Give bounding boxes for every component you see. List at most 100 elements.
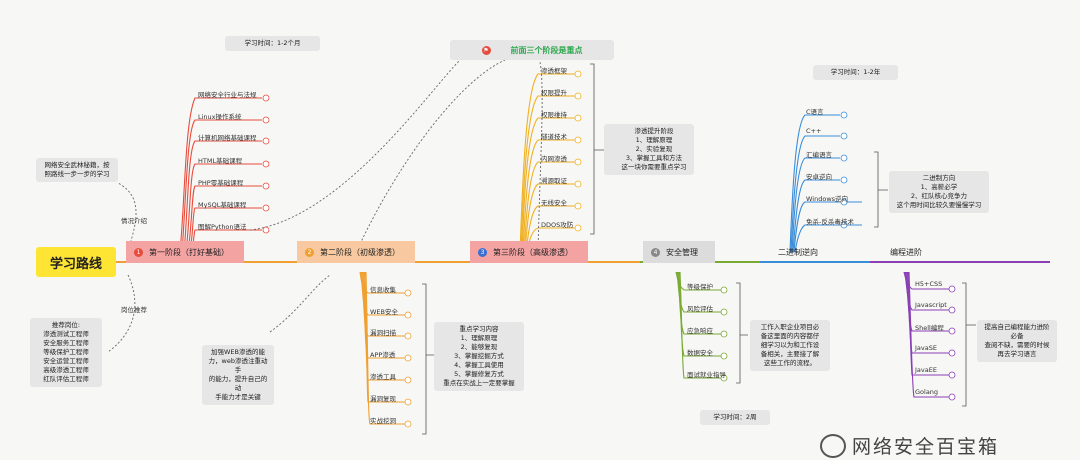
reverse-items-item: 汇编语言 (806, 151, 832, 159)
stage2_focus-note-line: 5、掌握修复方式 (454, 370, 504, 378)
stage2_focus-note-line: 1、理解原理 (460, 334, 498, 342)
root-node: 学习路线 (36, 247, 116, 277)
branch-label-jobs: 岗位推荐 (121, 306, 147, 314)
web-note-line: 手能力才是关键 (215, 393, 261, 401)
focus-top-note: ⚑ 前面三个阶段是重点 (450, 40, 614, 60)
stage-label: 二进制逆向 (778, 247, 818, 257)
reverse-note-line: 1、高薪必学 (920, 183, 958, 191)
stage-label: 第一阶段（打好基础） (149, 247, 229, 257)
stage-number-badge: 4 (651, 247, 660, 257)
stage3-items-item: DDOS攻防 (541, 221, 574, 229)
stage4-items-item: 等级保护 (687, 283, 713, 291)
security-note: 工作入职企业项目必备这里面的内容都仔细学习以为和工作设备相关，主要接了解这些工作… (750, 320, 830, 371)
stage4-items-item: 面试就业指导 (687, 371, 726, 379)
reverse-note-line: 2、红队核心竞争力 (910, 192, 968, 200)
stage2_focus-note-line: 重点学习内容 (459, 325, 499, 333)
stage-label: 编程进阶 (890, 247, 922, 257)
jobs-note-line: 等级保护工程师 (43, 348, 89, 356)
item-end-marker (262, 160, 270, 168)
stage1-items-item: PHP零基础课程 (198, 179, 244, 187)
jobs-note-line: 红队评估工程师 (43, 375, 89, 383)
time-note-reverse: 学习时间：1-2年 (813, 65, 898, 80)
item-end-marker (404, 354, 412, 362)
stage3-items-item: 隧道技术 (541, 133, 567, 141)
item-end-marker (720, 308, 728, 316)
programming-note-line: 必备 (1010, 332, 1024, 340)
item-end-marker (262, 137, 270, 145)
item-end-marker (948, 349, 956, 357)
item-end-marker (262, 116, 270, 124)
stage2-items-item: 漏洞扫描 (370, 329, 396, 337)
item-end-marker (948, 327, 956, 335)
stage2_focus-note-line: 4、掌握工具使用 (454, 361, 504, 369)
item-end-marker (262, 204, 270, 212)
stage-node-5: 二进制逆向 (762, 241, 834, 263)
item-end-marker (840, 132, 848, 140)
stage2-items-item: 渗透工具 (370, 373, 396, 381)
stage2-items-item: WEB安全 (370, 308, 398, 316)
intro-note-line: 网络安全武林秘籍，按 (44, 161, 110, 169)
jobs-note-line: 高级渗透工程师 (43, 366, 89, 374)
security-note-line: 备相关，主要接了解 (760, 350, 820, 358)
stage4-items-item: 数据安全 (687, 349, 713, 357)
intro-note-line: 照路线一步一步的学习 (44, 170, 110, 178)
stage-label: 安全管理 (666, 247, 698, 257)
item-end-marker (404, 311, 412, 319)
web-note-line: 的能力，提升自己的动 (208, 375, 268, 392)
stage3-items-item: 溯源取证 (541, 177, 567, 185)
reverse-items-item: 安卓逆向 (806, 173, 832, 181)
stage-node-4: 4 安全管理 (643, 241, 715, 263)
stage3_focus-note-line: 2、实验复现 (635, 145, 673, 153)
reverse-items-item: 免杀-反杀毒技术 (806, 218, 854, 226)
item-end-marker (262, 182, 270, 190)
web-note-line: 加强WEB渗透的能 (211, 348, 265, 356)
item-end-marker (574, 158, 582, 166)
item-end-marker (574, 136, 582, 144)
item-end-marker (840, 198, 848, 206)
jobs-note-line: 安全服务工程师 (43, 339, 89, 347)
programming-note-line: 查阅不缺，需要的时候 (984, 341, 1050, 349)
item-end-marker (404, 332, 412, 340)
reverse-note-line: 这个用时间比较久要慢慢学习 (896, 201, 982, 209)
stage-number-badge: 2 (305, 247, 314, 257)
programming-note: 提高自己编程能力进阶必备查阅不缺，需要的时候再去学习语言 (977, 320, 1057, 362)
item-end-marker (574, 224, 582, 232)
item-end-marker (404, 376, 412, 384)
item-end-marker (574, 180, 582, 188)
stage-node-6: 编程进阶 (876, 241, 936, 263)
item-end-marker (720, 330, 728, 338)
stage3-items-item: 权限维持 (541, 111, 567, 119)
reverse-items-item: Windows逆向 (806, 195, 849, 203)
stage4-items-item: 应急响应 (687, 327, 713, 335)
stage2_focus-note-line: 2、能够复现 (460, 343, 498, 351)
item-end-marker (840, 154, 848, 162)
stage3-items-item: 内网渗透 (541, 155, 567, 163)
item-end-marker (720, 374, 728, 382)
programming-note-line: 再去学习语言 (997, 350, 1037, 358)
stage2-items-item: APP渗透 (370, 351, 396, 359)
item-end-marker (574, 70, 582, 78)
security-note-line: 工作入职企业项目必 (760, 323, 820, 331)
flag-icon: ⚑ (481, 45, 491, 55)
item-end-marker (404, 398, 412, 406)
watermark: 网络安全百宝箱 (820, 432, 999, 459)
security-note-line: 这些工作的流程。 (764, 359, 816, 367)
jobs-note: 推荐岗位:渗透测试工程师安全服务工程师等级保护工程师安全运营工程师高级渗透工程师… (30, 318, 102, 387)
time-note-security: 学习时间：2周 (700, 410, 770, 425)
security-note-line: 细学习以为和工作设 (760, 341, 820, 349)
web-note: 加强WEB渗透的能力，web渗透注重动手的能力，提升自己的动手能力才是关键 (202, 345, 274, 405)
programming-note-line: 提高自己编程能力进阶 (984, 323, 1050, 331)
stage1-items-item: HTML基础课程 (198, 157, 243, 165)
stage1-items-item: 网络安全行业与法规 (198, 91, 257, 99)
stage2_focus-note-line: 3、掌握挖掘方式 (454, 352, 504, 360)
item-end-marker (948, 371, 956, 379)
stage-label: 第三阶段（高级渗透） (493, 247, 573, 257)
item-end-marker (720, 286, 728, 294)
stage2-items-item: 漏洞复现 (370, 395, 396, 403)
stage3_focus-note-line: 3、掌握工具和方法 (625, 154, 683, 162)
